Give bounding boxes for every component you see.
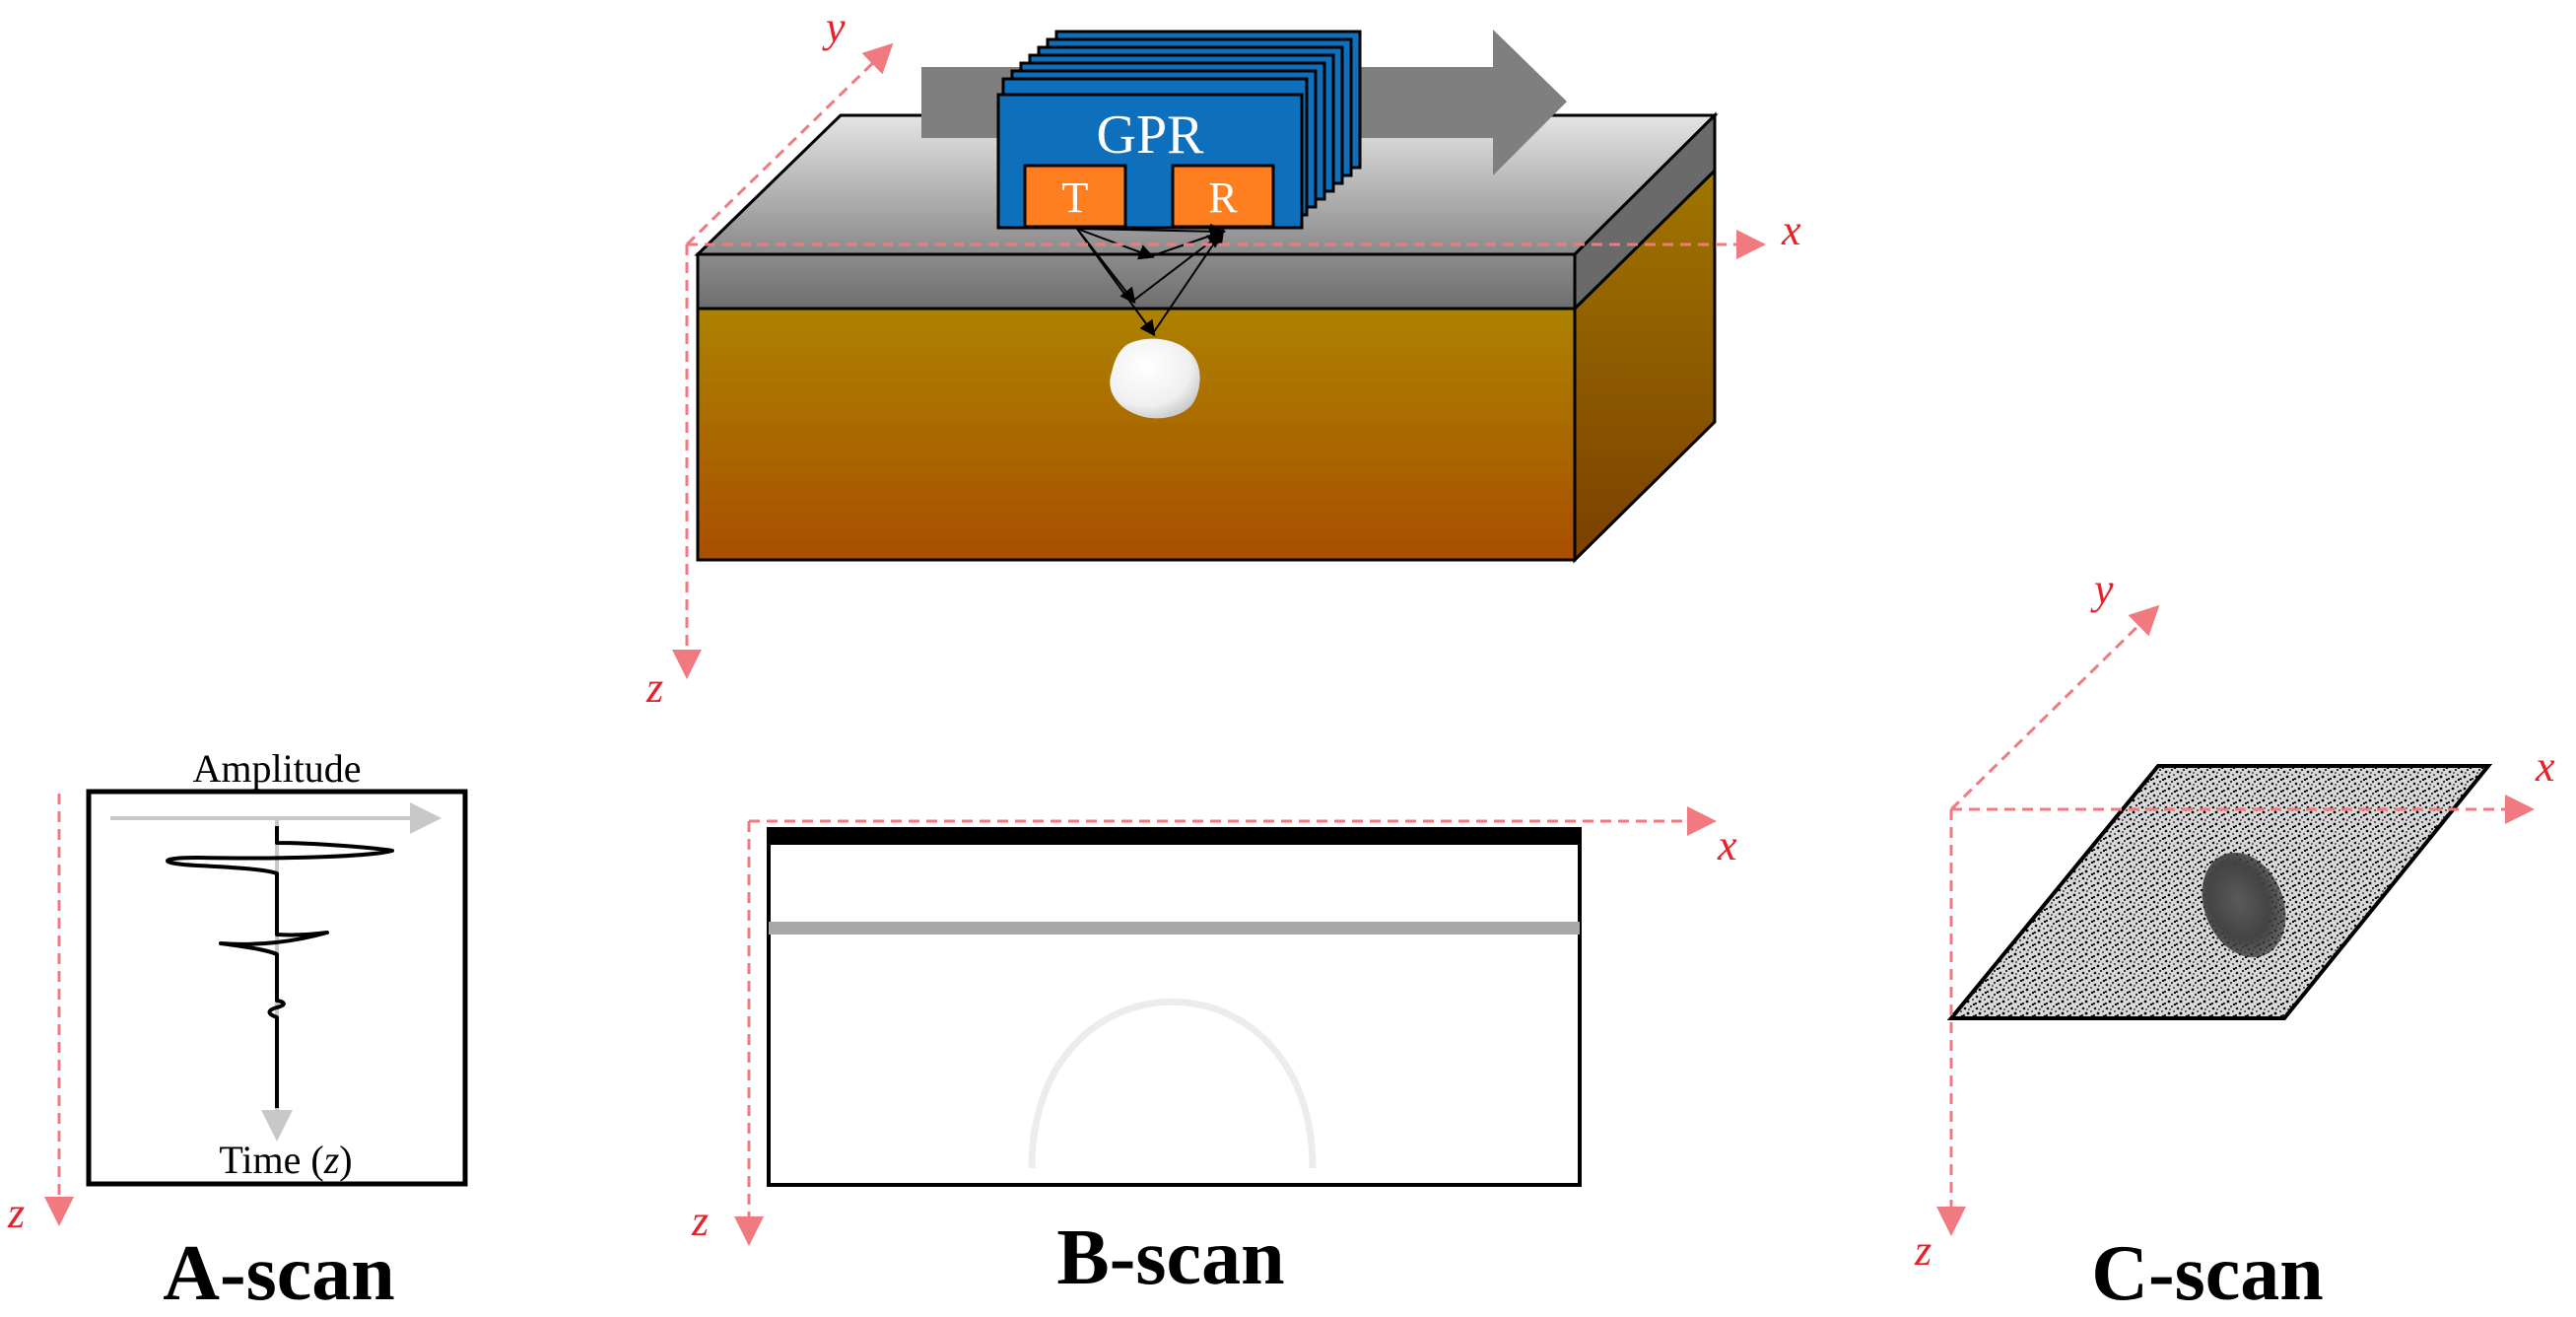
slab-front [696, 252, 1577, 311]
top-axes [672, 42, 1766, 679]
top-x-label: x [1781, 206, 1801, 254]
bscan-panel: x z B-scan [691, 806, 1737, 1301]
receiver-label: R [1208, 173, 1238, 222]
receiver-antenna [1171, 164, 1275, 229]
cscan-z-label: z [1914, 1226, 1932, 1275]
cscan-x-label: x [2535, 742, 2555, 791]
ascan-panel: z Amplitude Time (z) A-scan [7, 746, 468, 1317]
buried-object [1110, 338, 1200, 419]
ray-paths [1076, 223, 1226, 337]
ascan-bottom-label: Time (z) [219, 1138, 352, 1182]
bscan-caption: B-scan [1056, 1214, 1284, 1301]
bscan-surface-reflection [769, 829, 1580, 845]
bscan-x-label: x [1717, 821, 1737, 869]
gpr-title: GPR [1097, 104, 1205, 166]
cscan-y-label: y [2090, 565, 2114, 613]
transmitter-antenna [1023, 164, 1127, 229]
ascan-z-label: z [7, 1189, 25, 1237]
bscan-z-label: z [691, 1197, 709, 1245]
bscan-hyperbola [1028, 998, 1317, 1169]
cscan-target [2202, 852, 2286, 958]
top-y-label: y [822, 3, 846, 51]
bscan-frame [767, 827, 1582, 1187]
top-y-axis [685, 42, 894, 246]
ascan-top-label: Amplitude [192, 746, 361, 791]
cscan-caption: C-scan [2091, 1230, 2324, 1317]
cscan-panel: x y z C-scan [1914, 565, 2555, 1317]
gpr-device: GPR T R [996, 93, 1304, 230]
ascan-waveform [166, 826, 394, 1108]
cscan-y-axis [1949, 604, 2160, 811]
ascan-caption: A-scan [163, 1230, 395, 1317]
top-z-label: z [645, 663, 663, 712]
bscan-layer-reflection [769, 922, 1580, 935]
transmitter-label: T [1062, 173, 1089, 222]
